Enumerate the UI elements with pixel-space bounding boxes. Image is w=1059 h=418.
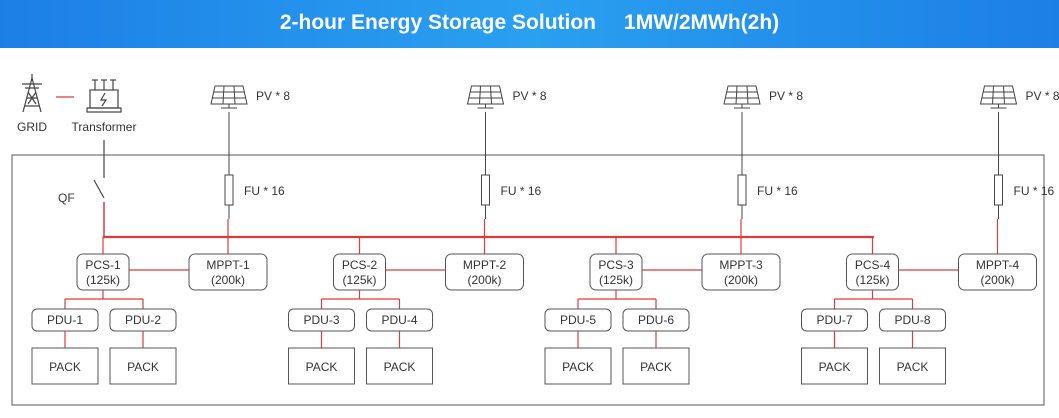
solar-panel-grid <box>725 85 759 109</box>
solar-panel-grid <box>981 85 1016 109</box>
solar-panel-frame <box>723 85 761 105</box>
pack-label: PACK <box>49 360 81 374</box>
pack-label: PACK <box>819 360 851 374</box>
pdu-label: PDU-7 <box>816 313 852 327</box>
branch-3: PV * 8 FU * 16 PCS-3(125k) MPPT-3(200k) PDU-… <box>544 85 803 385</box>
mppt-box <box>188 253 268 291</box>
mppt-box <box>701 253 781 291</box>
pv-label: PV * 8 <box>256 89 290 103</box>
pack-label: PACK <box>127 360 159 374</box>
diagram-title: 2-hour Energy Storage Solution <box>279 11 597 34</box>
diagram-subtitle: 1MW/2MWh(2h) <box>624 11 780 34</box>
mppt-rating: (200k) <box>724 273 758 287</box>
transformer-label: Transformer <box>72 120 137 134</box>
mppt-box <box>958 253 1037 291</box>
mppt-rating: (200k) <box>467 273 501 287</box>
mppt-name: MPPT-2 <box>463 258 507 272</box>
pdu-label: PDU-1 <box>47 313 83 327</box>
fuse-icon <box>737 174 747 206</box>
pack-label: PACK <box>897 360 929 374</box>
system-diagram: GRID Transformer QF PV * 8FU * 16PCS-1(1… <box>11 74 1059 406</box>
title-bar <box>0 0 1059 48</box>
title-banner: 2-hour Energy Storage Solution 1MW/2MWh(2… <box>0 0 1059 48</box>
mppt-name: MPPT-3 <box>719 258 763 272</box>
pcs-name: PCS-2 <box>342 258 378 272</box>
pdu-label: PDU-8 <box>894 313 930 327</box>
pack-label: PACK <box>640 360 672 374</box>
branch-2: PV * 8 FU * 16 PCS-2(125k) MPPT-2(200k) PDU-… <box>288 85 547 385</box>
fuse-icon <box>224 174 234 206</box>
pack-box <box>31 347 99 385</box>
pack-box <box>622 347 690 385</box>
pack-box <box>879 347 946 385</box>
solar-panel-frame <box>210 85 248 105</box>
pdu-label: PDU-4 <box>381 313 417 327</box>
solar-panel-icon <box>210 85 248 109</box>
mppt-name: MPPT-4 <box>976 258 1020 272</box>
pack-box <box>288 347 355 385</box>
solar-panel-grid <box>468 85 503 109</box>
qf-switch-blade <box>93 179 105 199</box>
solar-panel-frame <box>979 85 1018 105</box>
pdu-label: PDU-6 <box>638 313 674 327</box>
pack-box <box>109 347 177 385</box>
pdu-label: PDU-3 <box>303 313 339 327</box>
fuse-label: FU * 16 <box>244 184 285 198</box>
fuse-icon <box>481 174 490 206</box>
fuse-label: FU * 16 <box>501 184 542 198</box>
mppt-box <box>445 253 524 291</box>
pv-label: PV * 8 <box>513 89 547 103</box>
pcs-name: PCS-3 <box>598 258 634 272</box>
solar-panel-frame <box>466 85 505 105</box>
pdu-label: PDU-5 <box>560 313 596 327</box>
mppt-name: MPPT-1 <box>206 258 250 272</box>
pack-box <box>544 347 612 385</box>
pcs-rating: (125k) <box>855 273 889 287</box>
pcs-rating: (125k) <box>342 273 376 287</box>
pv-label: PV * 8 <box>769 89 803 103</box>
grid-label: GRID <box>17 120 47 134</box>
pack-box <box>801 347 868 385</box>
fuse-label: FU * 16 <box>1014 184 1055 198</box>
qf-label: QF <box>58 191 75 205</box>
fuse-icon <box>994 174 1003 206</box>
solar-panel-icon <box>979 85 1018 109</box>
pack-label: PACK <box>384 360 416 374</box>
pdu-label: PDU-2 <box>125 313 161 327</box>
transformer-icon <box>86 79 122 113</box>
transmission-tower-icon <box>22 74 42 113</box>
pcs-rating: (125k) <box>86 273 120 287</box>
fuse-label: FU * 16 <box>757 184 798 198</box>
system-enclosure <box>11 154 1045 406</box>
solar-panel-icon <box>466 85 505 109</box>
pack-label: PACK <box>562 360 594 374</box>
mppt-rating: (200k) <box>980 273 1014 287</box>
branches: PV * 8FU * 16PCS-1(125k)MPPT-1(200k)PDU-… <box>31 85 1059 385</box>
branch-1: PV * 8 FU * 16 PCS-1(125k) MPPT-1(200k) PDU-… <box>31 85 290 385</box>
pcs-rating: (125k) <box>599 273 633 287</box>
pcs-name: PCS-4 <box>855 258 891 272</box>
branch-4: PV * 8 FU * 16 PCS-4(125k) MPPT-4(200k) PDU-… <box>801 85 1059 385</box>
pv-label: PV * 8 <box>1026 89 1059 103</box>
solar-panel-icon <box>723 85 761 109</box>
pack-label: PACK <box>306 360 338 374</box>
pack-box <box>366 347 433 385</box>
solar-panel-grid <box>212 85 246 109</box>
pcs-name: PCS-1 <box>85 258 121 272</box>
mppt-rating: (200k) <box>211 273 245 287</box>
